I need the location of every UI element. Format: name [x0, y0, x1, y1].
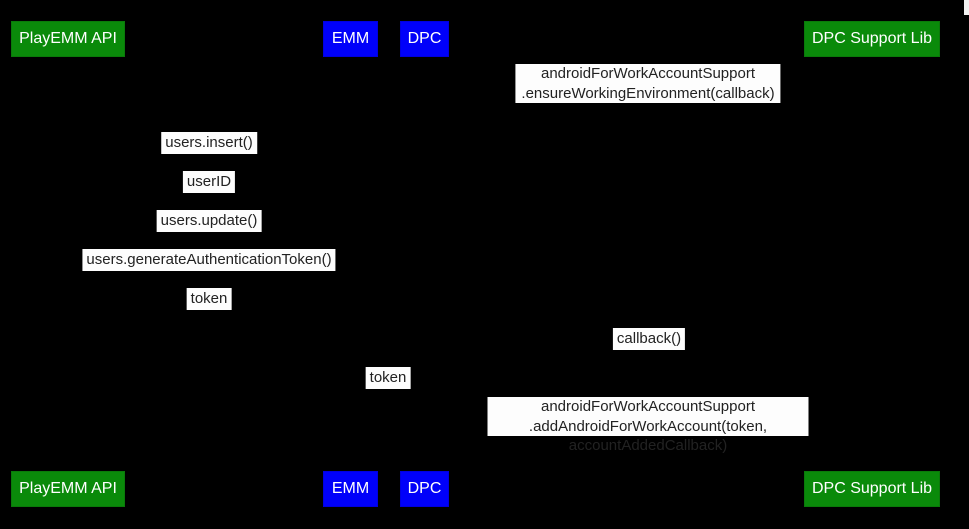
participant-dpc-support-lib-top: DPC Support Lib — [804, 21, 940, 57]
message-token-emm-dpc: token — [365, 367, 411, 389]
message-generate-authentication-token: users.generateAuthenticationToken() — [82, 249, 336, 271]
participant-dpc-support-lib-bottom: DPC Support Lib — [804, 471, 940, 507]
participant-emm-top: EMM — [323, 21, 378, 57]
participant-playemm-api-bottom: PlayEMM API — [11, 471, 125, 507]
message-ensure-working-environment: androidForWorkAccountSupport .ensureWork… — [515, 64, 781, 103]
message-add-android-for-work-account: androidForWorkAccountSupport .addAndroid… — [487, 397, 809, 454]
participant-playemm-api-top: PlayEMM API — [11, 21, 125, 57]
message-token-return: token — [186, 288, 232, 310]
participant-emm-bottom: EMM — [323, 471, 378, 507]
participant-dpc-bottom: DPC — [400, 471, 449, 507]
message-callback: callback() — [612, 328, 686, 350]
message-users-update: users.update() — [156, 210, 262, 232]
message-userid: userID — [182, 171, 236, 193]
scrollbar-fragment[interactable] — [964, 0, 969, 15]
participant-dpc-top: DPC — [400, 21, 449, 57]
message-users-insert: users.insert() — [161, 132, 257, 154]
